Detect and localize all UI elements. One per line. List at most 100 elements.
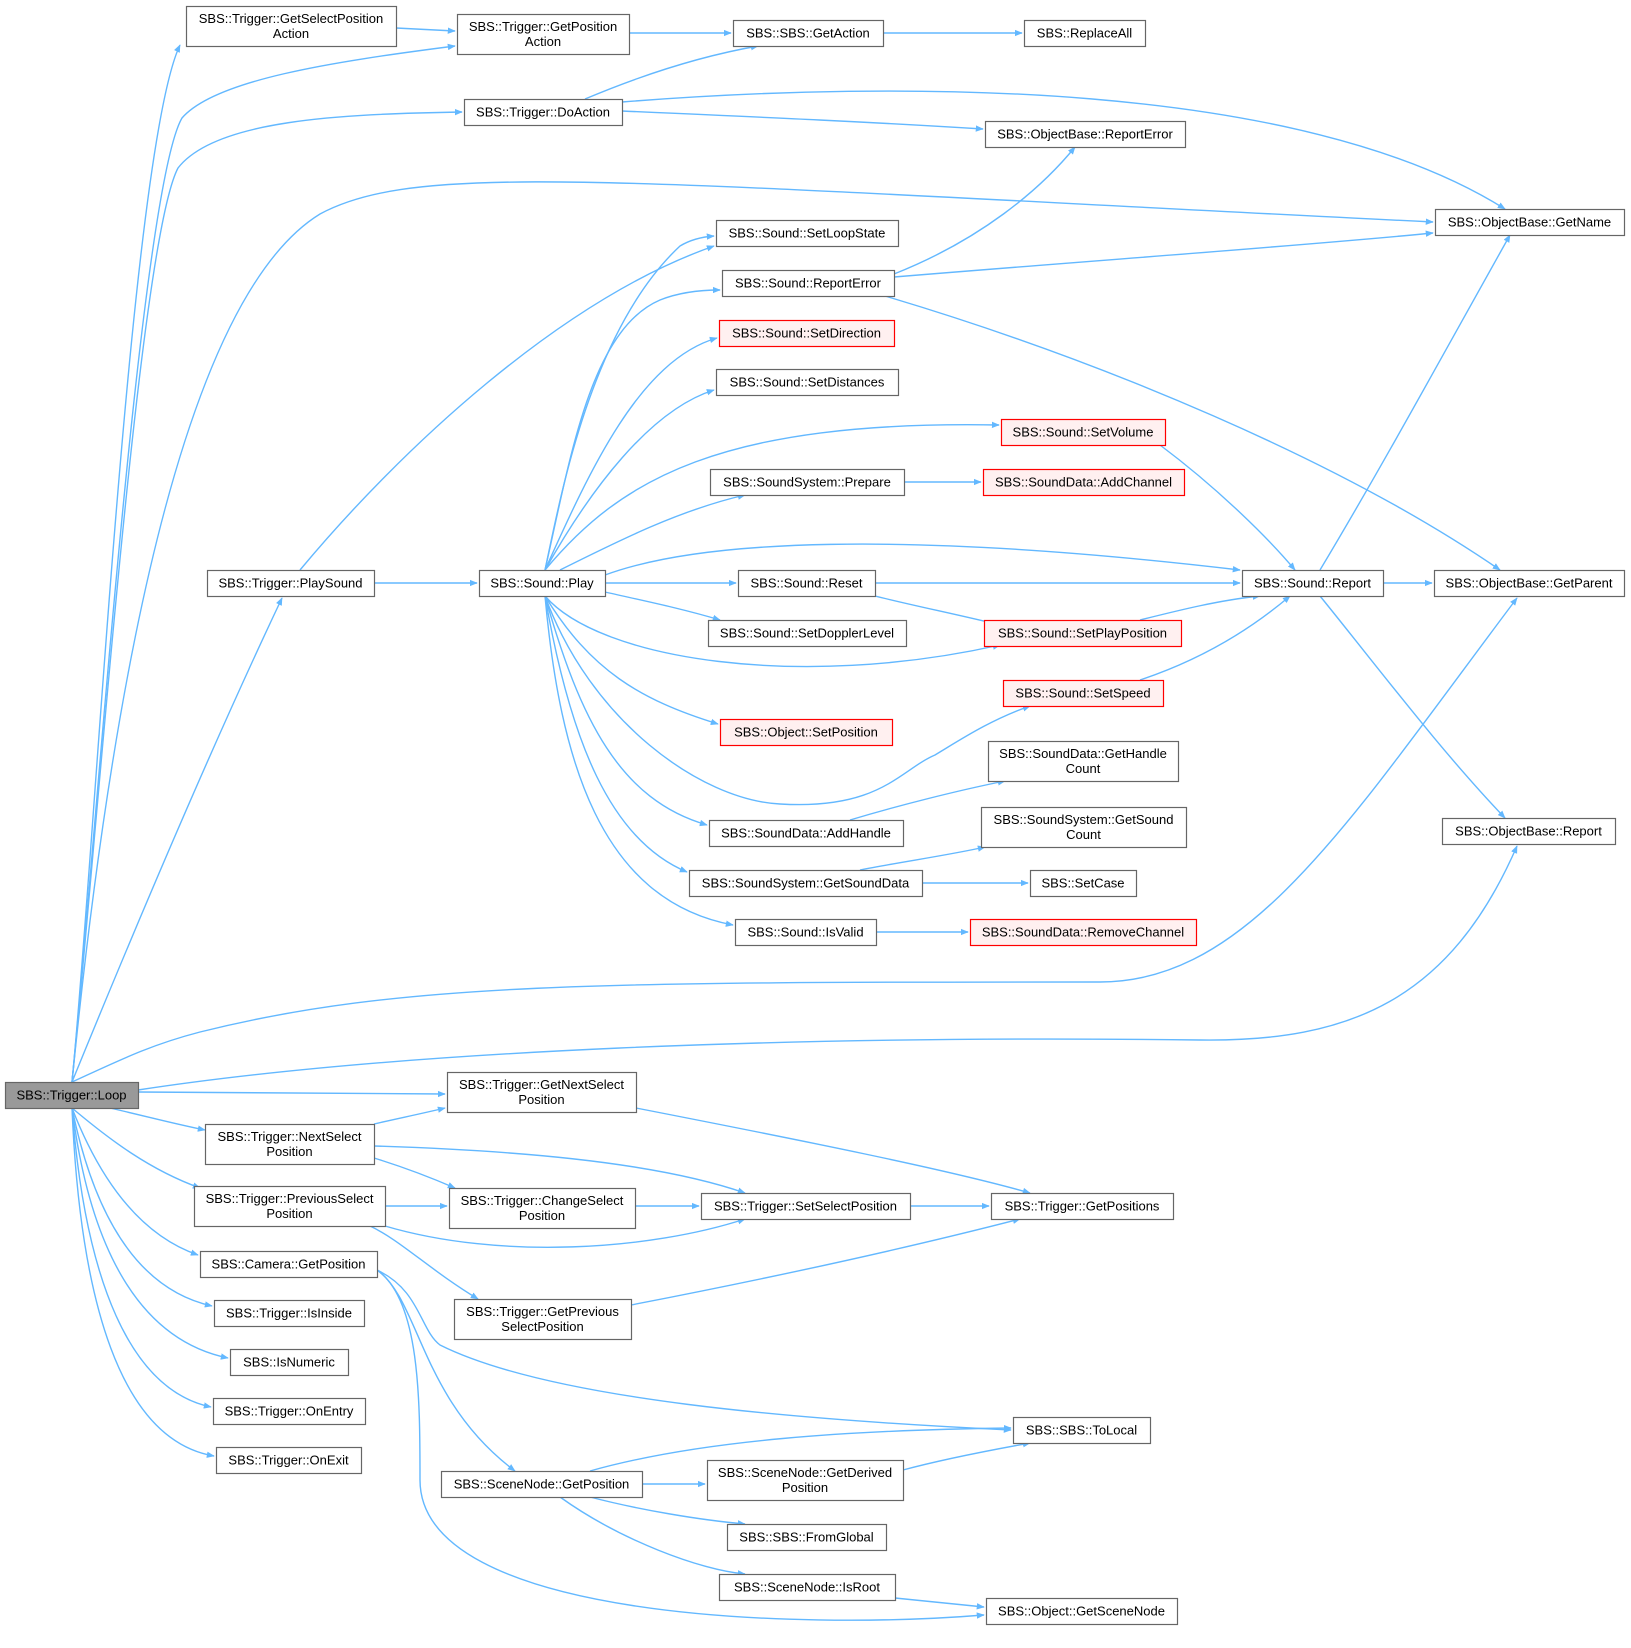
node-onentry[interactable]: SBS::Trigger::OnEntry (212, 1397, 367, 1426)
node-setdoppler[interactable]: SBS::Sound::SetDopplerLevel (707, 619, 908, 648)
node-obreport[interactable]: SBS::ObjectBase::Report (1441, 817, 1617, 846)
node-setplaypos[interactable]: SBS::Sound::SetPlayPosition (983, 619, 1183, 648)
node-camgetpos[interactable]: SBS::Camera::GetPosition (199, 1250, 379, 1279)
node-box (706, 1459, 905, 1502)
edge-play-to-setplaypos (544, 595, 1001, 668)
node-label: Position (266, 1144, 312, 1159)
node-box (700, 1192, 912, 1221)
node-prepare[interactable]: SBS::SoundSystem::Prepare (709, 468, 906, 497)
node-isroot[interactable]: SBS::SceneNode::IsRoot (718, 1573, 897, 1602)
node-isvalid[interactable]: SBS::Sound::IsValid (734, 918, 878, 947)
edge-sndreporterror-to-obgetname (893, 230, 1434, 278)
node-sndreport[interactable]: SBS::Sound::Report (1241, 569, 1385, 598)
node-label: Position (782, 1480, 828, 1495)
edge-play-to-setdirection (544, 336, 718, 571)
node-setvolume[interactable]: SBS::Sound::SetVolume (1000, 418, 1167, 447)
node-setcase[interactable]: SBS::SetCase (1029, 869, 1138, 898)
node-box (982, 468, 1186, 497)
node-onexit[interactable]: SBS::Trigger::OnExit (215, 1446, 363, 1475)
node-label: SBS::Sound::SetDopplerLevel (720, 626, 894, 641)
node-box (734, 918, 878, 947)
edge-loop-to-onexit (71, 1107, 215, 1458)
node-label: SBS::Trigger::ChangeSelect (461, 1193, 624, 1208)
edge-getderivedpos-to-tolocal (902, 1441, 1031, 1471)
node-label: SBS::SoundData::AddChannel (995, 475, 1172, 490)
node-getpositions[interactable]: SBS::Trigger::GetPositions (990, 1192, 1175, 1221)
node-replaceall[interactable]: SBS::ReplaceAll (1023, 19, 1147, 48)
node-box (1000, 418, 1167, 447)
node-label: SBS::Sound::SetDirection (732, 326, 881, 341)
node-label: SBS::Trigger::GetSelectPosition (199, 11, 384, 26)
node-box (985, 1597, 1179, 1626)
node-box (206, 569, 376, 598)
node-box (213, 1299, 366, 1328)
node-obgetparent[interactable]: SBS::ObjectBase::GetParent (1433, 569, 1626, 598)
node-box (215, 1446, 363, 1475)
node-obgetname[interactable]: SBS::ObjectBase::GetName (1434, 208, 1626, 237)
node-label: Position (519, 1208, 565, 1223)
node-label: SBS::Sound::SetVolume (1013, 425, 1154, 440)
node-label: SBS::Sound::SetDistances (730, 375, 885, 390)
edge-addhandle-to-gethandlecount (849, 779, 1006, 821)
node-label: SBS::Trigger::SetSelectPosition (714, 1199, 897, 1214)
node-label: SBS::Trigger::OnExit (228, 1453, 349, 1468)
node-isnumeric[interactable]: SBS::IsNumeric (229, 1348, 350, 1377)
node-box (453, 1298, 633, 1341)
node-box (1023, 19, 1147, 48)
node-setloopstate[interactable]: SBS::Sound::SetLoopState (715, 219, 900, 248)
node-sndreporterror[interactable]: SBS::Sound::ReportError (721, 269, 896, 298)
node-scenegetpos[interactable]: SBS::SceneNode::GetPosition (440, 1470, 644, 1499)
node-addhandle[interactable]: SBS::SoundData::AddHandle (708, 819, 905, 848)
edge-setvolume-to-sndreport (1159, 444, 1296, 571)
node-setdirection[interactable]: SBS::Sound::SetDirection (718, 319, 896, 348)
node-box (718, 1573, 897, 1602)
node-playsound[interactable]: SBS::Trigger::PlaySound (206, 569, 376, 598)
edge-play-to-setspeed (544, 595, 1031, 806)
node-play[interactable]: SBS::Sound::Play (478, 569, 607, 598)
node-isinside[interactable]: SBS::Trigger::IsInside (213, 1299, 366, 1328)
node-tolocal[interactable]: SBS::SBS::ToLocal (1012, 1416, 1152, 1445)
edge-play-to-setdoppler (604, 591, 721, 621)
node-getscenenode[interactable]: SBS::Object::GetSceneNode (985, 1597, 1179, 1626)
node-label: SBS::Trigger::PreviousSelect (206, 1191, 374, 1206)
node-label: SBS::SceneNode::GetDerived (718, 1465, 892, 1480)
node-addchannel[interactable]: SBS::SoundData::AddChannel (982, 468, 1186, 497)
edge-play-to-setdistances (544, 389, 715, 571)
node-setspeed[interactable]: SBS::Sound::SetSpeed (1002, 679, 1165, 708)
node-setselpos[interactable]: SBS::Trigger::SetSelectPosition (700, 1192, 912, 1221)
node-getsounddata[interactable]: SBS::SoundSystem::GetSoundData (688, 869, 924, 898)
node-loop[interactable]: SBS::Trigger::Loop (4, 1081, 140, 1110)
node-label: SBS::ObjectBase::GetParent (1446, 576, 1613, 591)
node-box (1434, 208, 1626, 237)
node-box (448, 1187, 637, 1230)
node-obreporterror[interactable]: SBS::ObjectBase::ReportError (984, 120, 1187, 149)
node-doaction[interactable]: SBS::Trigger::DoAction (463, 98, 624, 127)
node-objsetpos[interactable]: SBS::Object::SetPosition (719, 718, 894, 747)
node-sbsgetaction[interactable]: SBS::SBS::GetAction (732, 19, 885, 48)
node-removechannel[interactable]: SBS::SoundData::RemoveChannel (969, 918, 1198, 947)
node-box (1029, 869, 1138, 898)
node-label: SBS::SoundSystem::GetSoundData (702, 876, 910, 891)
node-box (718, 319, 896, 348)
edge-loop-to-getposaction (71, 43, 456, 1083)
node-reset[interactable]: SBS::Sound::Reset (737, 569, 877, 598)
edge-getsounddata-to-getsoundcount (859, 845, 986, 871)
node-setdistances[interactable]: SBS::Sound::SetDistances (715, 368, 900, 397)
node-fromglobal[interactable]: SBS::SBS::FromGlobal (726, 1523, 888, 1552)
node-label: SBS::SoundSystem::GetSound (994, 812, 1174, 827)
node-label: SelectPosition (501, 1319, 583, 1334)
edge-setspeed-to-sndreport (1139, 595, 1291, 681)
node-box (440, 1470, 644, 1499)
node-label: SBS::Trigger::NextSelect (217, 1129, 361, 1144)
